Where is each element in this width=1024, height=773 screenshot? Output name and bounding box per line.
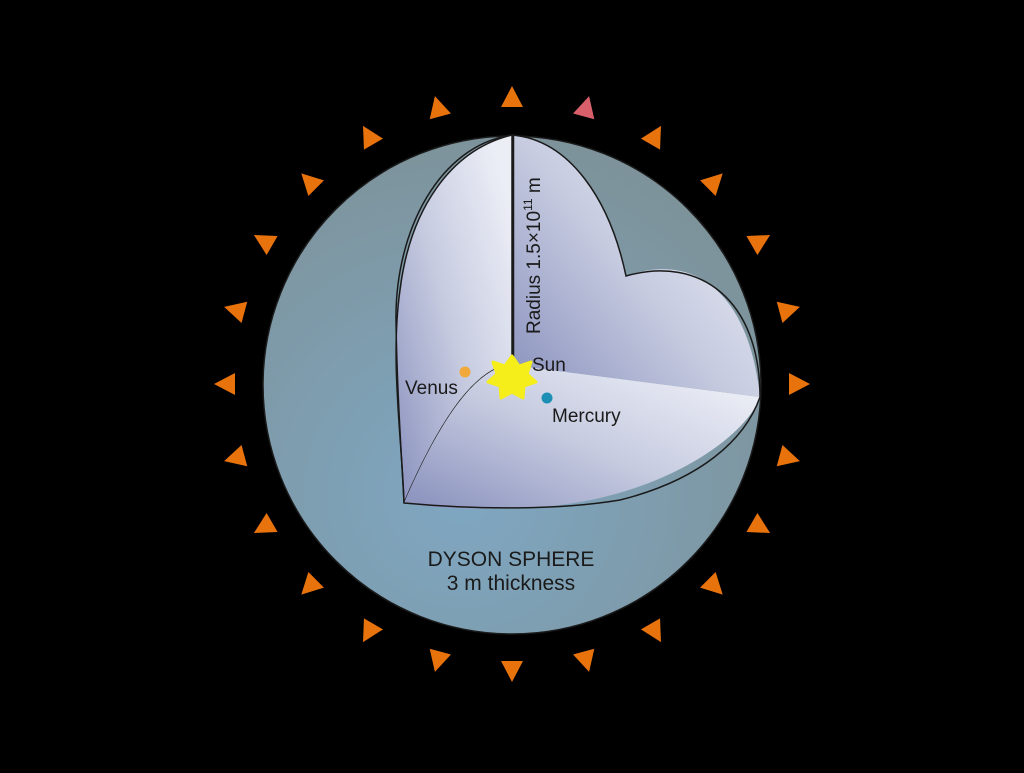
sphere-title: DYSON SPHERE [428, 548, 595, 571]
radiation-arrow-icon [301, 173, 324, 196]
radius-label: Radius 1.5×1011 m [521, 177, 545, 334]
radiation-arrow-icon [640, 618, 661, 643]
radius-label-exponent: 11 [521, 198, 535, 211]
venus-label: Venus [405, 378, 458, 399]
cutaway-outline [395, 134, 761, 509]
radiation-arrow-icon [640, 125, 661, 150]
sun-label: Sun [532, 355, 566, 376]
radiation-arrow-icon [363, 618, 384, 643]
radiation-arrow-icon [429, 648, 451, 672]
sphere-interior-wall [512, 135, 760, 397]
radiation-arrow-icon [501, 86, 523, 107]
radiation-arrow-icon [301, 572, 324, 595]
radiation-arrow-icon [789, 373, 810, 395]
radius-label-base: Radius 1.5×10 [524, 211, 545, 334]
sphere-subtitle: 3 m thickness [447, 572, 575, 595]
radiation-arrows [214, 86, 810, 682]
radiation-arrow-icon [429, 96, 451, 120]
radius-label-unit: m [524, 177, 545, 198]
radiation-arrow-icon [700, 572, 723, 595]
mercury-icon [541, 392, 553, 404]
mercury-label: Mercury [552, 406, 621, 427]
radiation-arrow-icon [363, 125, 384, 150]
radiation-arrow-icon [776, 301, 800, 323]
radiation-arrow-icon [746, 512, 771, 533]
radiation-arrow-icon [746, 235, 771, 256]
radiation-arrow-icon [214, 373, 235, 395]
radiation-arrow-icon [573, 96, 595, 120]
radiation-arrow-icon [224, 445, 248, 467]
radiation-arrow-icon [573, 648, 595, 672]
sphere-interior-floor [404, 365, 760, 509]
radiation-arrow-icon [501, 661, 523, 682]
sun-icon [486, 354, 538, 400]
radiation-arrow-icon [700, 173, 723, 196]
radiation-arrow-icon [224, 301, 248, 323]
venus-icon [459, 366, 471, 378]
radiation-arrow-icon [253, 512, 278, 533]
radiation-arrow-icon [776, 445, 800, 467]
radiation-arrow-icon [253, 235, 278, 256]
